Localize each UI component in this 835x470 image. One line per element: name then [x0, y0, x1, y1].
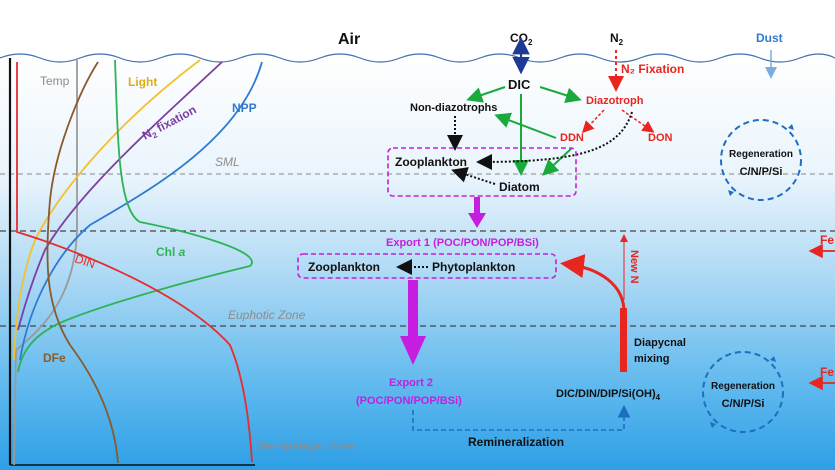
dic-label: DIC — [508, 77, 531, 92]
n2-fixation-profile — [17, 61, 223, 331]
diazotroph-to-zooplankton-arrow — [476, 111, 633, 170]
export1-arrow-shaft — [474, 197, 480, 215]
regeneration-label-lower: Regeneration — [711, 381, 775, 392]
remineralization-label: Remineralization — [468, 435, 564, 449]
light-profile — [13, 59, 201, 361]
n2-fixation-process-label: N₂ Fixation — [621, 62, 684, 76]
nutrients-label: DIC/DIN/DIP/Si(OH)4 — [556, 388, 661, 402]
dic-to-diazotroph-arrow — [539, 86, 582, 104]
diapycnal-mixing-bar — [620, 308, 627, 372]
regeneration-arrowhead-upper-1 — [788, 124, 794, 130]
light-label: Light — [128, 75, 157, 89]
din-label: DIN — [73, 252, 97, 272]
export2-label-line1: Export 2 — [389, 377, 433, 389]
regeneration-elements-upper: C/N/P/Si — [740, 166, 783, 178]
regeneration-cycle-upper: Regeneration C/N/P/Si — [720, 119, 802, 201]
npp-label: NPP — [232, 101, 257, 115]
diapycnal-label-line2: mixing — [634, 353, 669, 365]
chl-a-profile — [17, 59, 253, 373]
regeneration-arrowhead-lower-2 — [710, 422, 716, 428]
dic-to-non-diazotrophs-arrow — [466, 86, 506, 103]
npp-profile — [19, 61, 263, 361]
ddn-label: DDN — [560, 132, 584, 144]
air-label: Air — [338, 31, 360, 48]
chl-a-label: Chl a — [156, 245, 186, 259]
ddn-to-diatom-arrow — [494, 112, 557, 139]
diatom-to-zooplankton-arrow — [451, 167, 496, 185]
diazotroph-to-don-arrow — [621, 109, 655, 133]
diazotroph-to-diatom-arrow — [542, 147, 573, 176]
export2-label-line2: (POC/PON/POP/BSi) — [356, 395, 462, 407]
regeneration-circle-lower — [702, 351, 784, 433]
n2-label: N2 — [610, 31, 624, 47]
surface-community-box — [387, 147, 577, 197]
export2-arrow-shaft — [408, 280, 418, 338]
phytoplankton-label: Phytoplankton — [432, 260, 515, 274]
dust-label: Dust — [756, 31, 783, 45]
ocean-body — [0, 54, 835, 470]
fe-label-lower: Fe — [820, 365, 834, 379]
mesopelagic-zone-label: Mesopelagic Zone — [256, 439, 354, 453]
regeneration-arrowhead-lower-1 — [770, 356, 776, 362]
don-label: DON — [648, 132, 673, 144]
zooplankton-label: Zooplankton — [395, 155, 467, 169]
fe-label-upper: Fe — [820, 233, 834, 247]
export2-arrow-head — [400, 336, 426, 365]
regeneration-circle-upper — [720, 119, 802, 201]
din-profile — [16, 62, 253, 463]
temp-label: Temp — [40, 74, 70, 88]
regeneration-cycle-lower: Regeneration C/N/P/Si — [702, 351, 784, 433]
remineralization-arrow — [412, 404, 631, 431]
co2-label: CO2 — [510, 31, 533, 47]
diatom-label: Diatom — [499, 180, 540, 194]
diapycnal-label-line1: Diapycnal — [634, 337, 686, 349]
regeneration-label-upper: Regeneration — [729, 149, 793, 160]
non-diazotrophs-label: Non-diazotrophs — [410, 102, 497, 114]
euphotic-zone-label: Euphotic Zone — [228, 308, 306, 322]
new-n-supply-curve — [560, 254, 626, 313]
dfe-profile — [46, 61, 119, 464]
zooplankton2-label: Zooplankton — [308, 260, 380, 274]
export1-arrow-head — [468, 213, 486, 228]
regeneration-elements-lower: C/N/P/Si — [722, 398, 765, 410]
profile-panel: Temp Light N2 fixation NPP Chl a DIN DFe — [8, 58, 263, 466]
sml-label: SML — [215, 155, 240, 169]
new-n-label: New N — [628, 250, 640, 284]
sea-surface-wave — [0, 53, 835, 63]
dfe-label: DFe — [43, 351, 66, 365]
subsurface-community-box — [297, 253, 557, 279]
diazotroph-label: Diazotroph — [586, 95, 644, 107]
export1-label: Export 1 (POC/PON/POP/BSi) — [386, 237, 539, 249]
regeneration-arrowhead-upper-2 — [728, 190, 734, 196]
